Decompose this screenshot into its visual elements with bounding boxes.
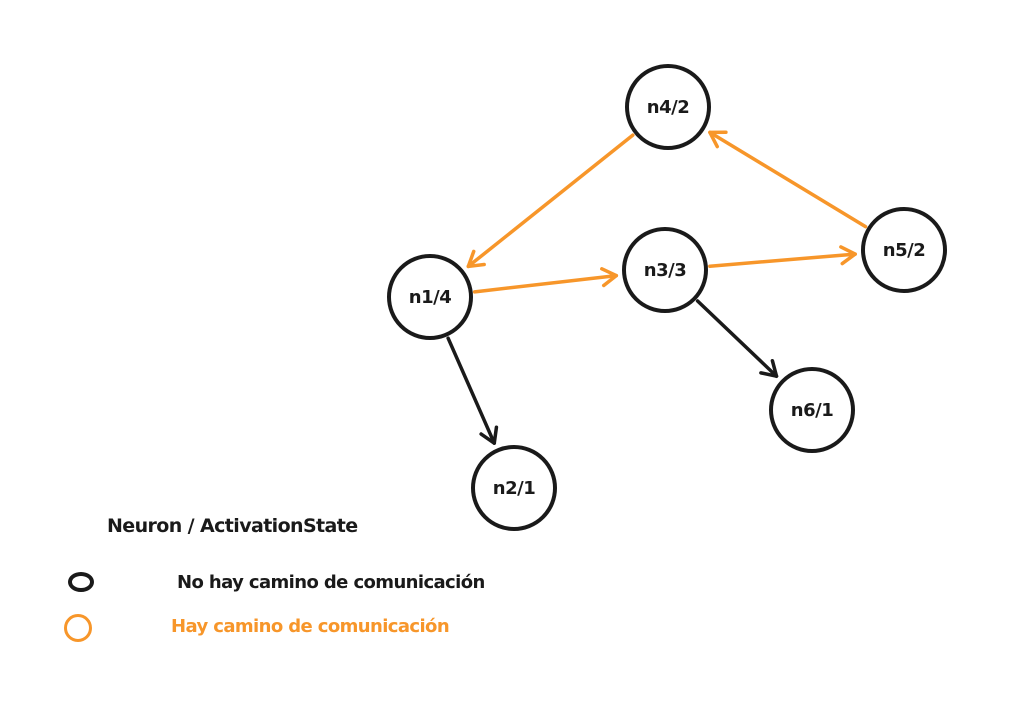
node-n6: n6/1 bbox=[769, 367, 855, 453]
node-label: n2/1 bbox=[493, 478, 535, 499]
edge-line bbox=[446, 336, 497, 445]
black-circle-icon bbox=[68, 572, 94, 592]
edge-line bbox=[472, 273, 619, 294]
edge-line bbox=[708, 130, 868, 229]
node-label: n1/4 bbox=[409, 287, 451, 308]
legend-path-label: Hay camino de comunicación bbox=[171, 616, 450, 637]
node-circle bbox=[625, 64, 711, 150]
edge-n1-n3 bbox=[472, 267, 619, 294]
node-n1: n1/4 bbox=[387, 254, 473, 340]
edge-line bbox=[466, 133, 635, 269]
arrowhead-icon bbox=[759, 358, 779, 378]
arrowhead-icon bbox=[479, 425, 499, 445]
edge-line bbox=[695, 299, 779, 378]
node-label: n5/2 bbox=[883, 240, 925, 261]
node-circle bbox=[387, 254, 473, 340]
arrowhead-icon bbox=[466, 249, 486, 269]
nodes-layer: n1/4 n2/1 n3/3 n4/2 n5/2 n6/1 bbox=[387, 64, 947, 531]
node-n4: n4/2 bbox=[625, 64, 711, 150]
edge-n1-n2 bbox=[446, 336, 499, 445]
edge-n5-n4 bbox=[708, 130, 868, 229]
edge-n3-n6 bbox=[695, 299, 779, 378]
node-circle bbox=[622, 227, 708, 313]
edge-n4-n1 bbox=[466, 133, 635, 269]
edges-layer bbox=[446, 130, 868, 445]
edge-line bbox=[708, 252, 857, 268]
node-n5: n5/2 bbox=[861, 207, 947, 293]
node-label: n6/1 bbox=[791, 400, 833, 421]
node-circle bbox=[769, 367, 855, 453]
legend-title: Neuron / ActivationState bbox=[107, 515, 358, 537]
node-label: n3/3 bbox=[644, 260, 686, 281]
node-n3: n3/3 bbox=[622, 227, 708, 313]
node-label: n4/2 bbox=[647, 97, 689, 118]
orange-circle-icon bbox=[64, 614, 92, 642]
arrowhead-icon bbox=[600, 267, 619, 288]
node-circle bbox=[861, 207, 947, 293]
arrowhead-icon bbox=[708, 130, 728, 149]
node-n2: n2/1 bbox=[471, 445, 557, 531]
legend-no-path-label: No hay camino de comunicación bbox=[177, 572, 485, 593]
arrowhead-icon bbox=[839, 245, 857, 266]
edge-n3-n5 bbox=[708, 245, 857, 268]
node-circle bbox=[471, 445, 557, 531]
